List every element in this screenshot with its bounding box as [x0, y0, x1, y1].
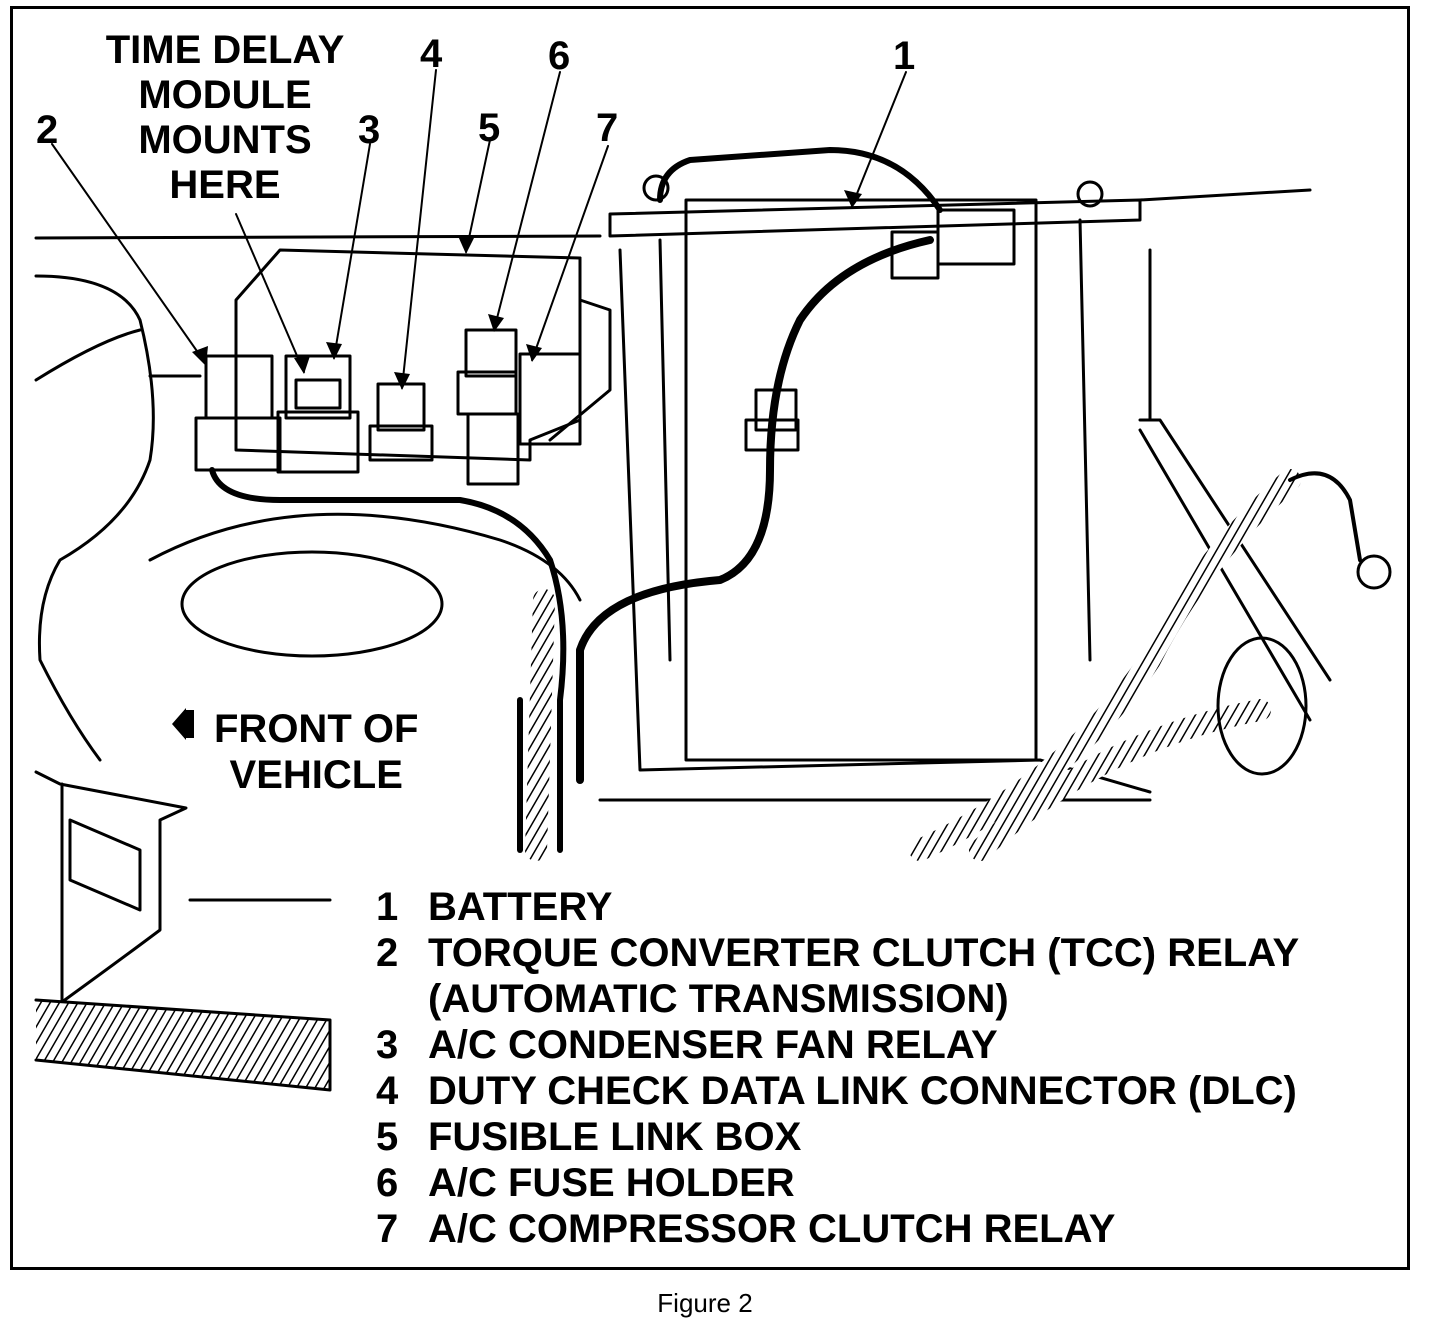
legend-number [376, 976, 428, 1022]
legend-row: 6 A/C FUSE HOLDER [376, 1160, 1299, 1206]
header-line: MOUNTS [138, 118, 312, 162]
legend-number: 2 [376, 931, 399, 975]
leader-5 [465, 139, 491, 253]
left-harness [525, 589, 555, 861]
front-line: VEHICLE [229, 753, 403, 797]
legend-number: 7 [376, 1207, 399, 1251]
time-delay-module-label: TIME DELAY MODULE MOUNTS HERE [60, 28, 390, 208]
leader-4 [401, 69, 437, 389]
front-of-vehicle-label: FRONT OF VEHICLE [214, 706, 418, 798]
leader-6 [493, 71, 561, 331]
legend-text: A/C COMPRESSOR CLUTCH RELAY [428, 1207, 1116, 1251]
legend-row: (AUTOMATIC TRANSMISSION) [376, 976, 1299, 1022]
callout-1: 1 [893, 34, 916, 78]
leader-2 [51, 143, 207, 365]
dlc-connector [368, 382, 434, 462]
legend-text: DUTY CHECK DATA LINK CONNECTOR (DLC) [428, 1069, 1297, 1113]
callout-5: 5 [478, 106, 501, 150]
leader-7 [531, 145, 609, 361]
condenser-fan-relay [276, 354, 360, 474]
legend-text: A/C FUSE HOLDER [428, 1161, 795, 1205]
leader-3b [235, 213, 305, 373]
leader-1 [851, 71, 907, 207]
legend-number: 6 [376, 1161, 399, 1205]
callout-2: 2 [36, 108, 59, 152]
front-arrow-icon [172, 708, 186, 740]
legend-row: 4 DUTY CHECK DATA LINK CONNECTOR (DLC) [376, 1068, 1299, 1114]
legend-row: 3 A/C CONDENSER FAN RELAY [376, 1022, 1299, 1068]
legend-row: 7 A/C COMPRESSOR CLUTCH RELAY [376, 1206, 1299, 1252]
ac-fuse-holder [456, 328, 520, 486]
callout-4: 4 [420, 32, 443, 76]
legend-text: TORQUE CONVERTER CLUTCH (TCC) RELAY [428, 931, 1300, 975]
legend-text: BATTERY [428, 885, 613, 929]
front-line: FRONT OF [214, 707, 419, 751]
legend-row: 2 TORQUE CONVERTER CLUTCH (TCC) RELAY [376, 930, 1299, 976]
header-line: HERE [169, 163, 281, 207]
fusible-link-box [234, 248, 582, 462]
harness-grommet [1216, 636, 1308, 776]
right-harness [909, 469, 1301, 861]
battery [598, 188, 1312, 802]
legend-text: FUSIBLE LINK BOX [428, 1115, 802, 1159]
tcc-relay [194, 354, 282, 472]
legend: 1 BATTERY 2 TORQUE CONVERTER CLUTCH (TCC) … [376, 884, 1299, 1252]
fender-oval [180, 550, 444, 658]
fender-outline [34, 234, 602, 240]
battery-cable [576, 236, 934, 784]
legend-number: 4 [376, 1069, 399, 1113]
legend-number: 3 [376, 1023, 399, 1067]
legend-text: A/C CONDENSER FAN RELAY [428, 1023, 998, 1067]
figure-caption: Figure 2 [657, 1288, 753, 1318]
compressor-relay [518, 352, 582, 446]
legend-row: 1 BATTERY [376, 884, 1299, 930]
callout-7: 7 [596, 106, 619, 150]
leader-3 [333, 143, 371, 359]
legend-number: 5 [376, 1115, 399, 1159]
header-line: TIME DELAY [105, 28, 345, 72]
callout-6: 6 [548, 34, 571, 78]
header-line: MODULE [138, 73, 312, 117]
legend-text: (AUTOMATIC TRANSMISSION) [428, 977, 1009, 1021]
legend-number: 1 [376, 885, 399, 929]
legend-row: 5 FUSIBLE LINK BOX [376, 1114, 1299, 1160]
callout-3: 3 [358, 108, 381, 152]
